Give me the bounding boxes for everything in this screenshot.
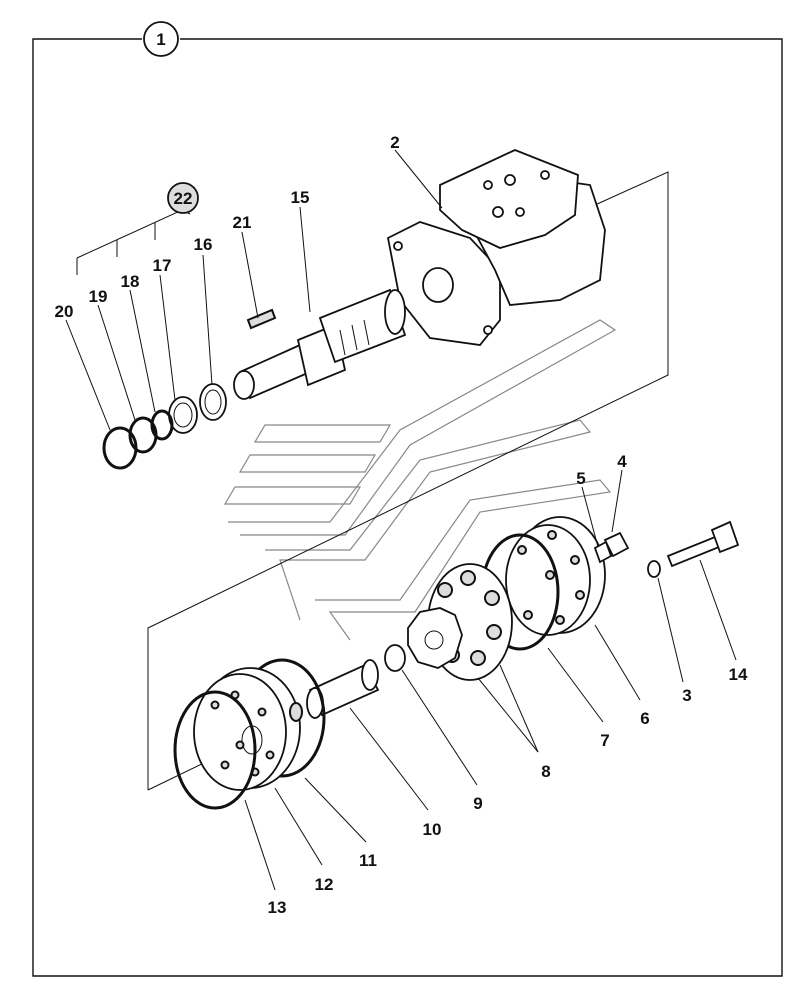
figure-number-badge [143,21,179,57]
shaft-key [246,308,277,330]
callout-3: 3 [682,686,691,705]
callout-6: 6 [640,709,649,728]
o-ring-13 [173,690,257,810]
kit-bracket [76,209,191,259]
callout-14: 14 [729,665,748,684]
watermark-logo [223,319,617,641]
callout-11: 11 [359,851,377,870]
seal-ring-16 [199,383,227,421]
drive-link [306,659,380,719]
motor-housing [386,149,606,346]
check-valve-plug [593,531,630,564]
gerotor-set [407,563,513,681]
callout-4: 4 [617,452,627,471]
figure-number-label: 1 [156,30,165,49]
diagram-frame [32,38,783,977]
callout-21: 21 [233,213,252,232]
end-cover-plate [505,516,606,636]
upper-guide-line [147,171,669,790]
callout-8: 8 [541,762,550,781]
callout-2: 2 [390,133,399,152]
callout-17: 17 [153,256,172,275]
spacer-9 [384,644,406,672]
callout-20: 20 [55,302,74,321]
callout-15: 15 [291,188,310,207]
kit-number-badge [167,182,199,214]
wear-plate [193,667,303,791]
callout-10: 10 [423,820,442,839]
kit-number-label: 22 [174,189,193,208]
callout-12: 12 [315,875,334,894]
seal-ring-16-inner [204,389,222,415]
callout-13: 13 [268,898,287,917]
callout-9: 9 [473,794,482,813]
callout-19: 19 [89,287,108,306]
drive-shaft [233,288,407,400]
leader-lines [65,149,737,891]
callout-5: 5 [576,469,585,488]
callout-18: 18 [121,272,140,291]
callout-7: 7 [600,731,609,750]
ring-19 [128,416,158,454]
bolt-14 [666,520,740,568]
callout-16: 16 [194,235,213,254]
ring-20 [102,426,138,470]
ring-17-inner [173,402,193,428]
washer-3 [647,560,661,578]
